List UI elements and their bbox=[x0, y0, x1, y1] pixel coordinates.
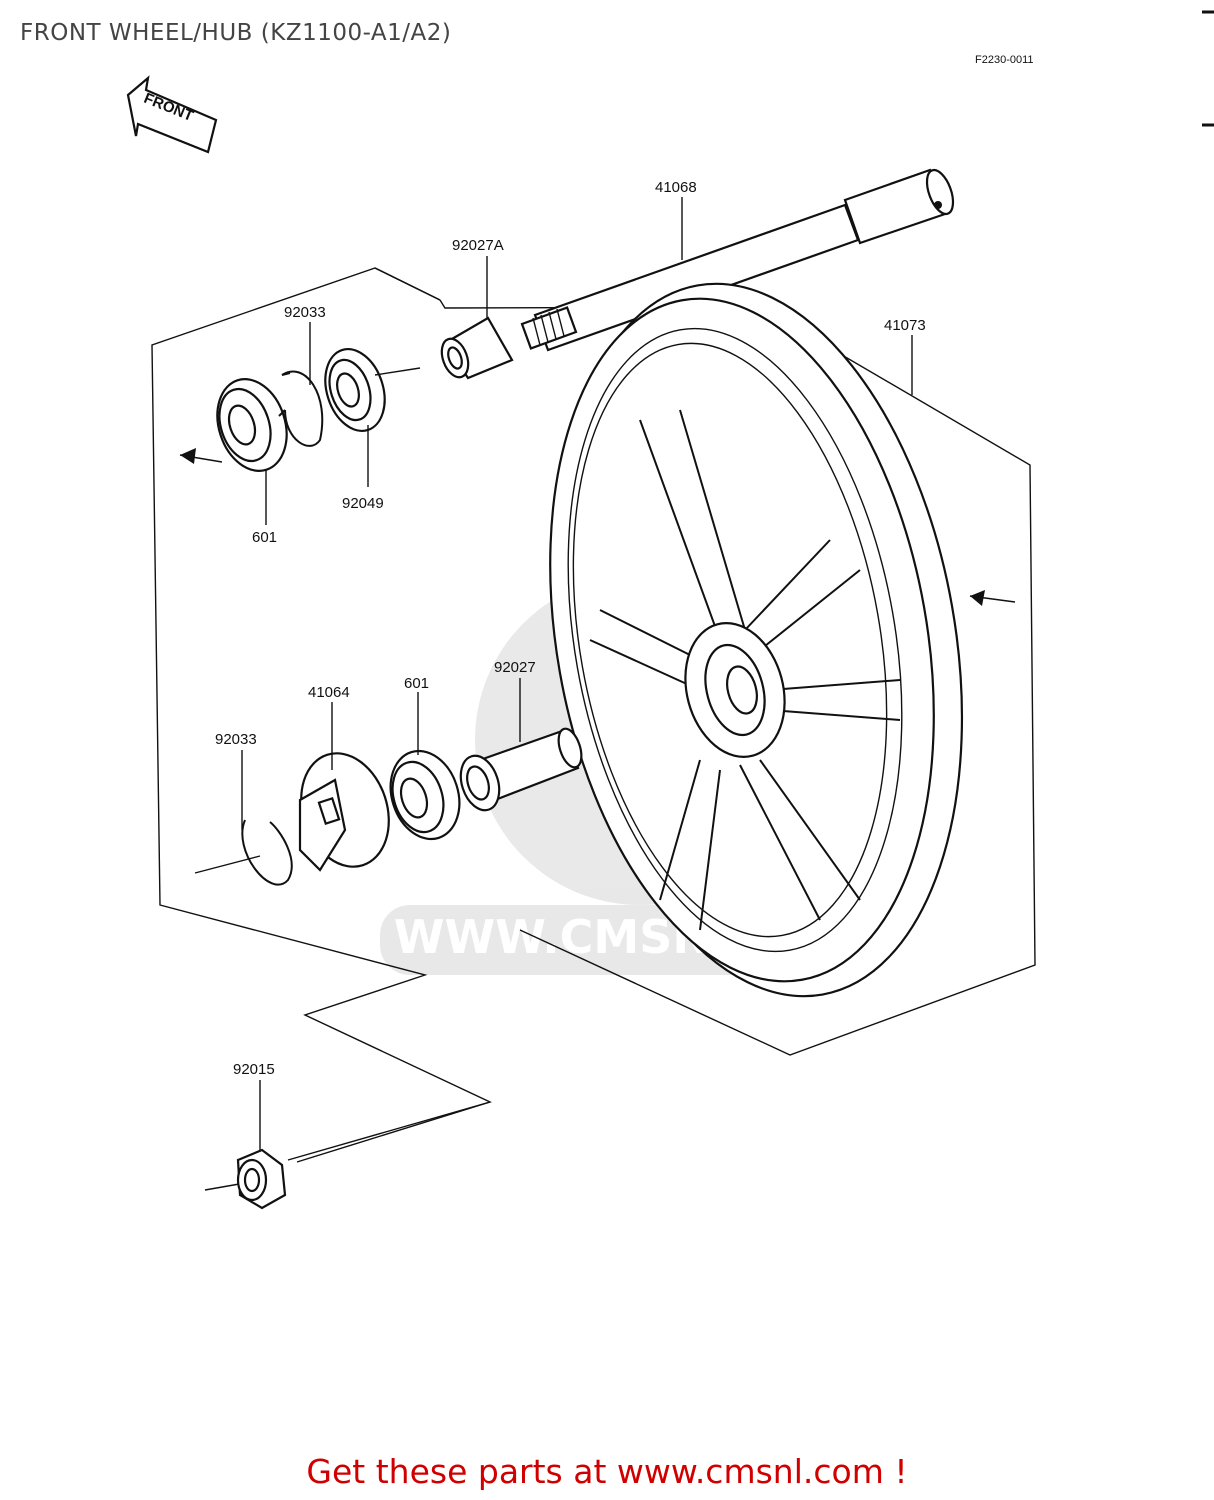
oil-seal-92049 bbox=[324, 348, 386, 432]
footer-link[interactable]: Get these parts at www.cmsnl.com ! bbox=[306, 1452, 908, 1491]
part-label: 92027A bbox=[452, 237, 504, 254]
figure-code: F2230-0011 bbox=[975, 54, 1034, 66]
circlip-92033-lower bbox=[241, 819, 293, 886]
part-label: 92033 bbox=[215, 731, 257, 748]
bearing-601-upper bbox=[216, 378, 288, 472]
nut-leader bbox=[287, 1101, 491, 1161]
axle-nut-92015 bbox=[236, 1148, 287, 1210]
part-labels: 41068 92027A 41073 92033 92049 601 41064… bbox=[215, 179, 926, 1078]
part-label: 41068 bbox=[655, 179, 697, 196]
center-arrow-right-head bbox=[970, 590, 985, 606]
part-label: 92033 bbox=[284, 304, 326, 321]
spacer-92027 bbox=[459, 727, 583, 812]
assembly-boundary-outer bbox=[439, 299, 1036, 1056]
part-label: 92049 bbox=[342, 495, 384, 512]
center-arrow-lower bbox=[194, 855, 261, 874]
part-label: 41073 bbox=[884, 317, 926, 334]
part-label: 601 bbox=[404, 675, 429, 692]
part-label: 41064 bbox=[308, 684, 350, 701]
axle-41068 bbox=[520, 168, 955, 352]
spacer-92027a bbox=[440, 316, 514, 380]
part-label: 92027 bbox=[494, 659, 536, 676]
center-arrow-left-head bbox=[180, 448, 196, 464]
circlip-92033-upper bbox=[281, 370, 324, 447]
part-label: 601 bbox=[252, 529, 277, 546]
bearing-601-lower bbox=[389, 749, 461, 841]
part-label: 92015 bbox=[233, 1061, 275, 1078]
wheel-41073 bbox=[549, 282, 964, 998]
leader-lines bbox=[241, 197, 913, 1150]
gear-housing-stop-41064 bbox=[298, 752, 390, 872]
diagram-title: FRONT WHEEL/HUB (KZ1100-A1/A2) bbox=[20, 20, 452, 46]
assembly-boundary bbox=[151, 267, 492, 1163]
footer-link-container: Get these parts at www.cmsnl.com ! bbox=[0, 1452, 1214, 1491]
assembly-boundary-right bbox=[374, 267, 441, 301]
front-direction-arrow: FRONT bbox=[126, 75, 218, 154]
circlip-92033-upper-ends bbox=[278, 372, 291, 417]
